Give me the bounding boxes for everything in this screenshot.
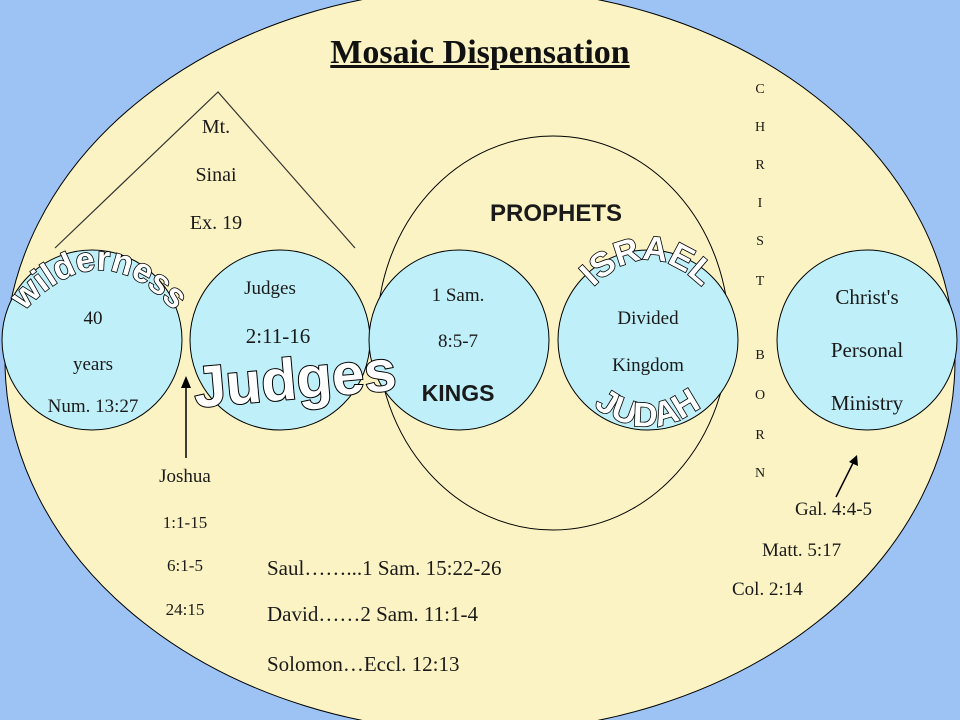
joshua-arrow-head (181, 376, 191, 388)
christ-line2: Personal (830, 338, 904, 362)
joshua-line2: 1:1-15 (162, 513, 208, 532)
gal-arrow-head (849, 455, 858, 466)
saul-ref: Saul……...1 Sam. 15:22-26 (267, 556, 502, 580)
christ-born-letter: O (754, 388, 766, 403)
page-title: Mosaic Dispensation (330, 34, 630, 71)
mt-sinai-triangle (54, 91, 356, 249)
christ-born-letter: S (756, 234, 764, 249)
christ-born-letter: B (755, 348, 765, 363)
divided-line2: Kingdom (612, 355, 684, 376)
kings-line2: 8:5-7 (437, 331, 479, 352)
christ-ministry-circle (776, 249, 958, 431)
wilderness-circle (1, 249, 183, 431)
col-ref: Col. 2:14 (732, 579, 803, 600)
solomon-ref: Solomon…Eccl. 12:13 (267, 652, 460, 676)
sinai-line3: Ex. 19 (189, 212, 243, 234)
kings-label: KINGS (421, 380, 495, 406)
sinai-line2: Sinai (195, 164, 237, 186)
christ-born-letter: H (754, 120, 766, 135)
christ-born-letter: I (757, 196, 763, 211)
divided-line1: Divided (617, 308, 679, 329)
divided-kingdom-circle (557, 249, 739, 431)
prophets-label: PROPHETS (489, 200, 623, 227)
kings-circle (368, 249, 550, 431)
christ-line3: Ministry (830, 391, 904, 415)
sinai-line1: Mt. (201, 116, 231, 138)
christ-born-letter: R (755, 158, 765, 173)
joshua-line4: 24:15 (165, 600, 205, 619)
wilderness-line2: years (72, 354, 114, 375)
christ-born-letter: T (755, 274, 765, 289)
david-ref: David……2 Sam. 11:1-4 (267, 602, 478, 626)
joshua-line3: 6:1-5 (167, 556, 203, 575)
christ-born-letter: C (755, 82, 765, 97)
christ-born-letter: N (754, 466, 766, 481)
matt-ref: Matt. 5:17 (762, 540, 842, 561)
christ-line1: Christ's (835, 285, 899, 309)
joshua-line1: Joshua (159, 466, 211, 487)
wilderness-ref: Num. 13:27 (47, 396, 139, 417)
judges-line1: Judges (244, 278, 296, 299)
wilderness-line1: 40 (83, 308, 103, 329)
judges-line2: 2:11-16 (245, 324, 311, 348)
gal-ref: Gal. 4:4-5 (795, 499, 873, 520)
christ-born-letter: R (755, 428, 765, 443)
kings-line1: 1 Sam. (431, 285, 485, 306)
gal-arrow-line (835, 462, 854, 498)
